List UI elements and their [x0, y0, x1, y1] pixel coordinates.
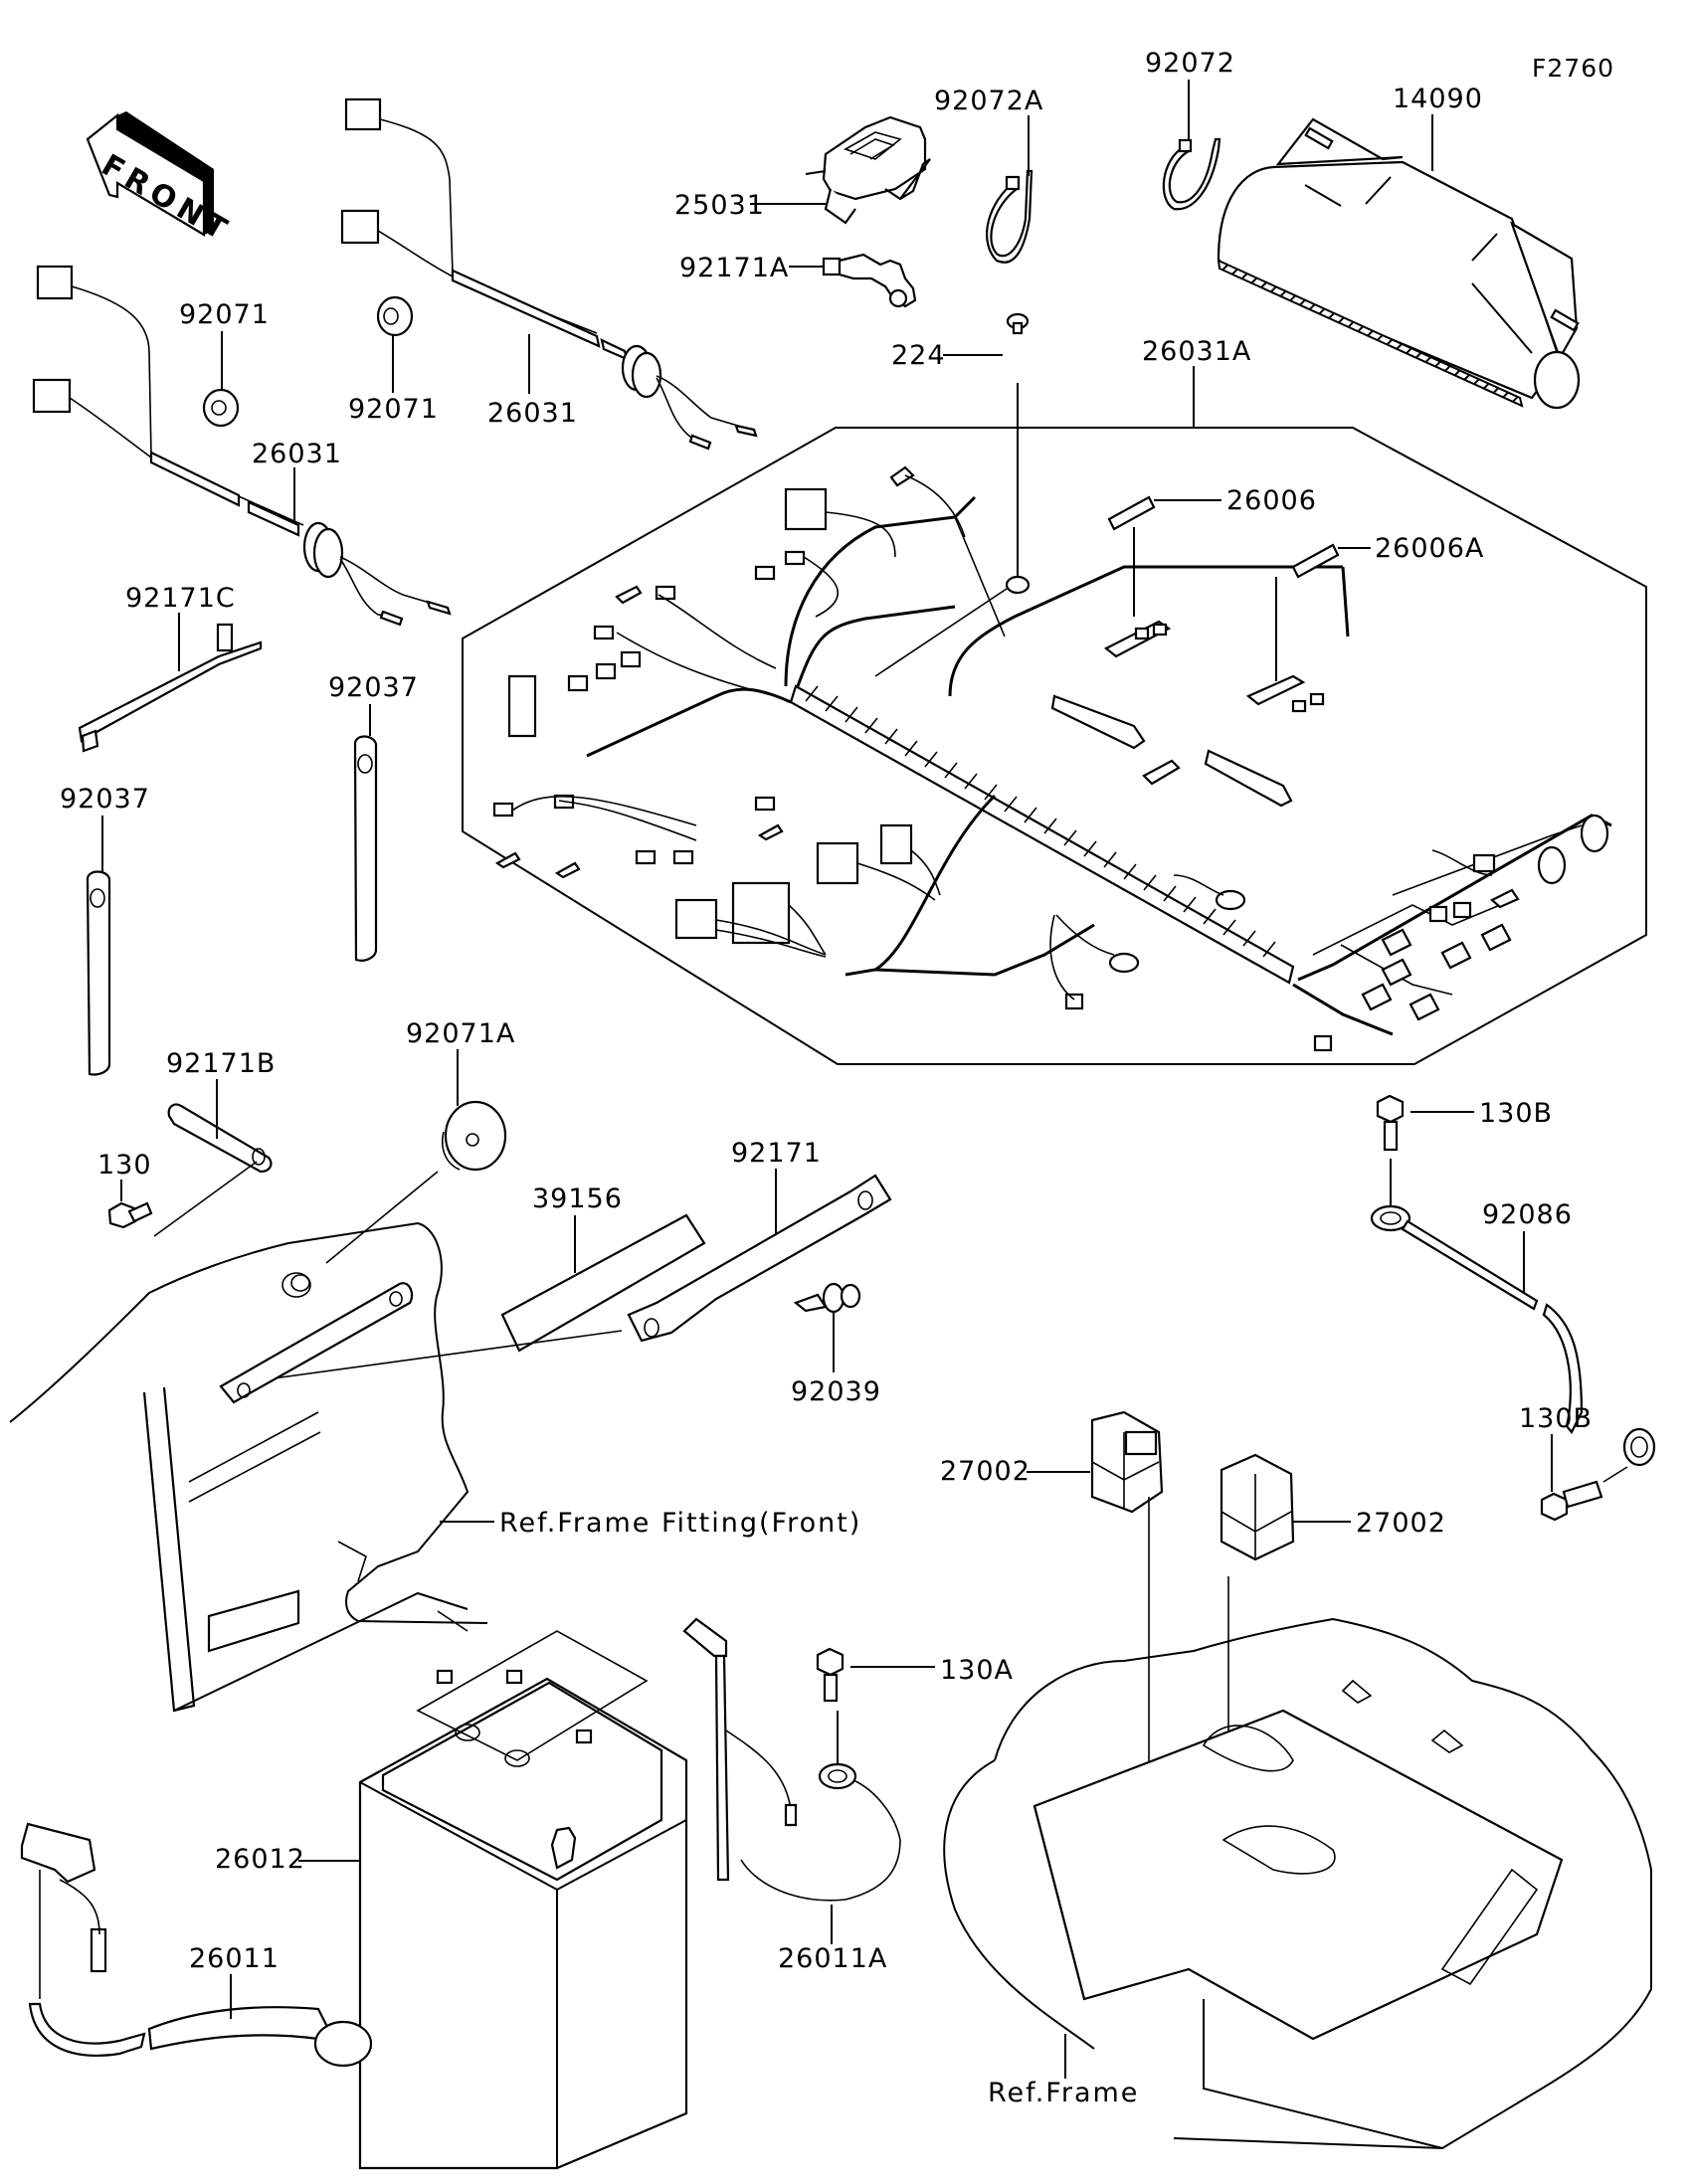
- callout-92037-right: 92037: [328, 672, 419, 703]
- part-130B-bolt-lower[interactable]: [1540, 1480, 1603, 1522]
- connectors-right: [1049, 814, 1609, 1052]
- part-27002-relay-right[interactable]: [1220, 1453, 1295, 1561]
- callout-224: 224: [891, 340, 946, 371]
- part-92037-strap-left[interactable]: [86, 870, 111, 1076]
- part-92071A-grommet[interactable]: [442, 1100, 507, 1172]
- callout-92171: 92171: [731, 1138, 822, 1169]
- callout-130A: 130A: [940, 1655, 1014, 1686]
- callout-92037-left: 92037: [60, 784, 150, 815]
- part-92072-cable-tie[interactable]: [1162, 137, 1221, 211]
- callout-14090: 14090: [1393, 84, 1483, 114]
- callout-25031: 25031: [674, 190, 765, 221]
- callout-26012: 26012: [215, 1844, 305, 1875]
- callout-26031-upper: 26031: [487, 398, 578, 429]
- part-92086-ground-cable[interactable]: [1370, 1204, 1656, 1467]
- part-25031-relay-box[interactable]: [805, 115, 931, 225]
- callout-92171C: 92171C: [125, 583, 236, 614]
- harness-wrap: [805, 685, 1276, 958]
- part-26011-battery-cable[interactable]: [20, 1822, 373, 2068]
- fuse-holder-main: [1050, 620, 1325, 808]
- part-224-screw[interactable]: [1006, 312, 1030, 335]
- part-26031-subharness-upper[interactable]: [340, 97, 758, 451]
- callout-92071-upper: 92071: [348, 394, 439, 425]
- part-92071-grommet-upper[interactable]: [376, 295, 414, 337]
- callout-130: 130: [97, 1150, 152, 1181]
- fuse-26006: [1107, 495, 1156, 531]
- part-130-bolt[interactable]: [107, 1201, 153, 1229]
- callout-92071A: 92071A: [406, 1018, 515, 1049]
- part-92071-grommet-lower[interactable]: [202, 388, 240, 428]
- ref-frame-label: Ref.Frame: [988, 2078, 1139, 2108]
- part-130A-bolt[interactable]: [816, 1647, 845, 1703]
- ref-frame-fitting-front: [9, 1221, 488, 1713]
- ref-frame-fitting-front-label: Ref.Frame Fitting(Front): [499, 1508, 861, 1539]
- part-92171A-clip[interactable]: [822, 253, 917, 308]
- connectors-left: [492, 465, 966, 879]
- callout-26031A: 26031A: [1142, 336, 1251, 367]
- part-130B-bolt-upper[interactable]: [1376, 1094, 1405, 1152]
- connectors-multipin: [674, 823, 941, 958]
- callout-92072A: 92072A: [934, 86, 1043, 116]
- callout-26011A: 26011A: [778, 1943, 887, 1974]
- callout-27002-left: 27002: [940, 1456, 1031, 1487]
- figure-code: F2760: [1532, 54, 1614, 83]
- part-26031A-main-harness[interactable]: [462, 427, 1647, 1065]
- fuse-26006A: [1291, 543, 1340, 579]
- callout-92071-lower: 92071: [179, 299, 270, 330]
- part-26031-subharness-lower[interactable]: [32, 265, 452, 627]
- part-92171B-strap[interactable]: [167, 1103, 273, 1174]
- callout-130B-upper: 130B: [1479, 1098, 1553, 1129]
- part-92037-strap-right[interactable]: [353, 735, 378, 962]
- part-27002-relay-left[interactable]: [1090, 1410, 1164, 1514]
- part-92039-rivet[interactable]: [793, 1282, 861, 1314]
- callout-27002-right: 27002: [1356, 1508, 1446, 1539]
- callout-26006A: 26006A: [1375, 533, 1484, 564]
- front-arrow-icon: FRONT: [86, 111, 238, 250]
- part-14090-cover[interactable]: [1217, 117, 1581, 410]
- part-92171-bracket[interactable]: [627, 1174, 892, 1343]
- callout-39156: 39156: [532, 1183, 623, 1214]
- part-92171C-strap[interactable]: [78, 623, 263, 753]
- callout-26006: 26006: [1226, 485, 1317, 516]
- callout-130B-lower: 130B: [1519, 1403, 1593, 1434]
- callout-92086: 92086: [1482, 1199, 1573, 1230]
- callout-26011: 26011: [189, 1943, 280, 1974]
- part-26012-battery[interactable]: [358, 1630, 688, 2170]
- part-92072A-cable-tie[interactable]: [985, 169, 1033, 264]
- ref-frame-battery-tray: [943, 1617, 1652, 2150]
- part-26011A-battery-cable[interactable]: [682, 1617, 901, 1902]
- callout-92171B: 92171B: [166, 1048, 276, 1079]
- callout-92171A: 92171A: [679, 253, 789, 283]
- callout-92039: 92039: [791, 1376, 881, 1407]
- part-39156-pad[interactable]: [500, 1213, 706, 1353]
- callout-92072: 92072: [1145, 48, 1235, 79]
- callout-26031-lower: 26031: [252, 439, 342, 469]
